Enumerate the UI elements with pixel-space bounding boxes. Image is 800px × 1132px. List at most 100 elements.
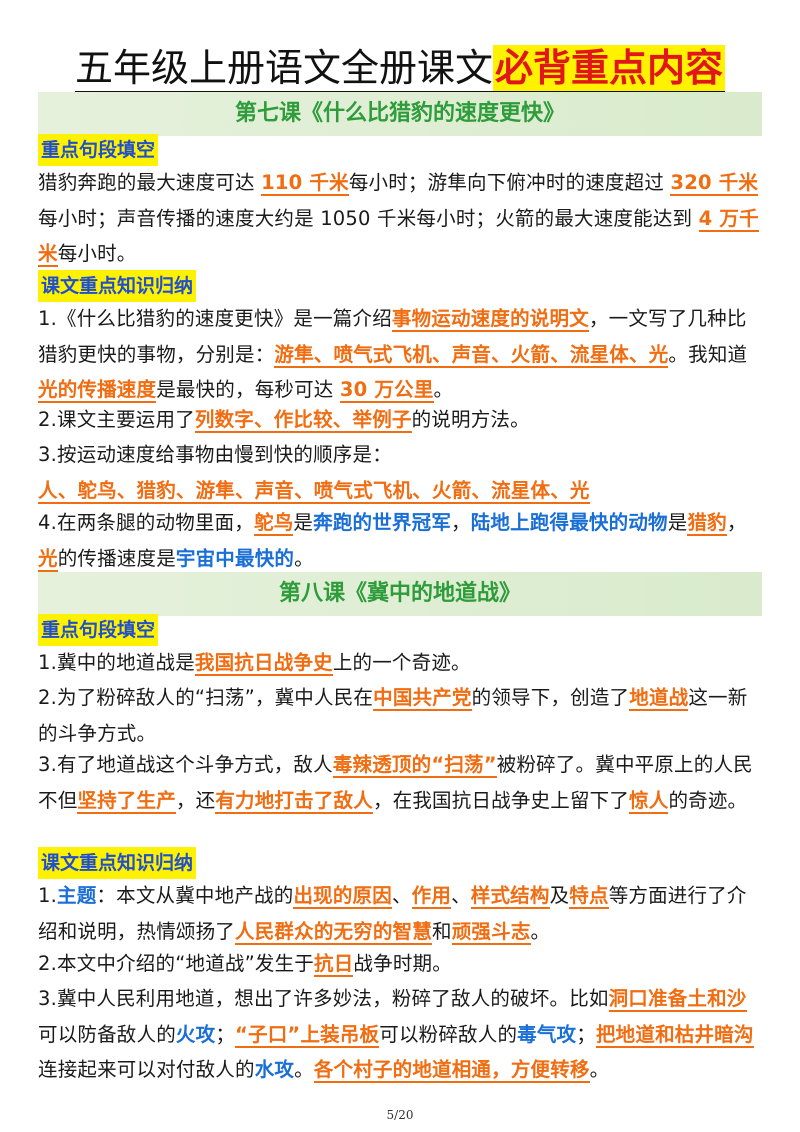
text-run: 。 <box>433 378 454 401</box>
text-run: 。我知道 <box>668 342 748 366</box>
key-phrase: 110 千米 <box>261 171 349 196</box>
lesson-8-fill-heading: 重点句段填空 <box>38 614 159 646</box>
key-phrase: 作用 <box>411 884 452 909</box>
page-title: 五年级上册语文全册课文必背重点内容 <box>0 38 800 98</box>
text-run: 。 <box>294 1058 314 1081</box>
highlight-phrase: 宇宙中最快的 <box>175 546 295 570</box>
text-run: 1.冀中的地道战是 <box>38 651 195 674</box>
text-run: 、 <box>391 884 412 907</box>
text-run: 每小时；游隼向下俯冲时的速度超过 <box>348 171 671 194</box>
text-run: 每小时。 <box>57 242 137 265</box>
key-phrase: 光的传播速度 <box>38 378 157 403</box>
highlight-phrase: 水攻 <box>254 1058 295 1081</box>
lesson-8-summary-2: 2.本文中介绍的“地道战”发生于抗日战争时期。 <box>38 946 764 982</box>
text-run: ：本文从冀中地产战的 <box>96 884 294 907</box>
lesson-7-summary-3: 3.按运动速度给事物由慢到快的顺序是： 人、鸵鸟、猎豹、游隼、声音、喷气式飞机、火… <box>38 437 764 508</box>
lesson-7-fill-paragraph: 猎豹奔跑的最大速度可达 110 千米每小时；游隼向下俯冲时的速度超过 320 千… <box>38 165 764 272</box>
text-run: 3.有了地道战这个斗争方式，敌人 <box>38 753 333 776</box>
key-phrase: 地道战 <box>629 686 689 711</box>
text-run: 。 <box>294 546 314 570</box>
text-run: 的领导下，创造了 <box>471 686 630 709</box>
text-run: 。 <box>530 919 551 943</box>
text-run: ，在我国抗日战争史上留下了 <box>372 788 630 812</box>
key-phrase: 坚持了生产 <box>77 788 176 814</box>
text-run: ； <box>576 1022 596 1046</box>
lesson-8-summary-1: 1.主题：本文从冀中地产战的出现的原因、作用、样式结构及特点等方面进行了介绍和说… <box>38 878 764 949</box>
key-phrase: 出现的原因 <box>293 884 392 909</box>
key-phrase: 惊人 <box>629 788 669 814</box>
lesson-7-summary-2: 2.课文主要运用了列数字、作比较、举例子的说明方法。 <box>38 402 764 438</box>
key-phrase: 320 千米 <box>670 171 759 196</box>
text-run: 3.按运动速度给事物由慢到快的顺序是： <box>38 443 392 466</box>
key-phrase: 事物运动速度的说明文 <box>391 307 589 332</box>
key-phrase: 鸵鸟 <box>254 511 294 536</box>
key-phrase: 各个村子的地道相通，方便转移 <box>313 1058 590 1083</box>
text-run: ， <box>726 511 747 534</box>
text-run: 是 <box>293 511 314 534</box>
highlight-phrase: 火攻 <box>175 1022 216 1046</box>
text-run: 4.在两条腿的动物里面， <box>38 511 255 534</box>
lesson-7-summary-1: 1.《什么比猎豹的速度更快》是一篇介绍事物运动速度的说明文，一文写了几种比猎豹更… <box>38 301 764 408</box>
key-phrase: “子口”上装吊板 <box>235 1022 380 1048</box>
text-run: 可以防备敌人的 <box>38 1022 176 1046</box>
lesson-8-summary-heading: 课文重点知识归纳 <box>38 847 197 879</box>
title-main: 五年级上册语文全册课文 <box>74 46 493 94</box>
text-run: 。 <box>589 1058 610 1081</box>
key-phrase: 4 万千米 <box>38 206 759 267</box>
key-phrase: 洞口准备土和沙 <box>608 987 747 1012</box>
text-run: 战争时期。 <box>353 952 452 975</box>
text-run: 每小时；声音传播的速度大约是 1050 千米每小时；火箭的最大速度能达到 <box>38 206 699 230</box>
key-phrase: 特点 <box>569 884 609 909</box>
key-phrase: 把地道和枯井暗沟 <box>595 1022 754 1048</box>
text-run: 是 <box>667 511 688 534</box>
lesson-8-fill-1: 1.冀中的地道战是我国抗日战争史上的一个奇迹。 <box>38 645 764 681</box>
key-phrase: 我国抗日战争史 <box>194 651 333 676</box>
key-phrase: 抗日 <box>314 952 354 977</box>
key-phrase: 30 万公里 <box>339 378 434 403</box>
text-run: 的传播速度是 <box>57 546 176 570</box>
text-run: 1. <box>38 884 58 907</box>
text-run: 2.为了粉碎敌人的“扫荡”，冀中人民在 <box>38 686 374 709</box>
text-run: 2.课文主要运用了 <box>38 408 195 431</box>
text-run: 的说明方法。 <box>411 408 530 431</box>
title-highlight: 必背重点内容 <box>493 45 726 94</box>
text-run: 等方面进行了介绍和说明，热情颂扬了 <box>38 884 747 943</box>
lesson-8-fill-2: 2.为了粉碎敌人的“扫荡”，冀中人民在中国共产党的领导下，创造了地道战这一新的斗… <box>38 680 764 751</box>
text-run: 和 <box>432 919 452 943</box>
lesson-7-summary-heading: 课文重点知识归纳 <box>38 270 197 302</box>
key-phrase: 游隼、喷气式飞机、声音、火箭、流星体、光 <box>274 342 669 368</box>
text-run: ； <box>215 1022 236 1046</box>
text-run: 的奇迹。 <box>668 788 748 812</box>
lesson-8-summary-3: 3.冀中人民利用地道，想出了许多妙法，粉碎了敌人的破坏。比如洞口准备土和沙可以防… <box>38 981 764 1088</box>
key-phrase: 样式结构 <box>470 884 550 909</box>
text-run: 上的一个奇迹。 <box>332 651 471 674</box>
text-run: 1.《什么比猎豹的速度更快》是一篇介绍 <box>38 307 392 330</box>
lesson-8-title: 第八课《冀中的地道战》 <box>38 572 762 616</box>
text-run: 2.本文中介绍的“地道战”发生于 <box>38 952 315 975</box>
key-phrase: 光 <box>38 546 58 572</box>
key-phrase: 中国共产党 <box>373 686 472 711</box>
highlight-phrase: 陆地上跑得最快的动物 <box>470 511 668 534</box>
text-run: ， <box>451 511 471 534</box>
text-run: 、 <box>451 884 471 907</box>
key-phrase: 顽强斗志 <box>451 919 531 945</box>
text-run: 是最快的，每秒可达 <box>156 378 340 401</box>
lesson-8-fill-3: 3.有了地道战这个斗争方式，敌人毒辣透顶的“扫荡”被粉碎了。冀中平原上的人民不但… <box>38 747 764 818</box>
text-run: 3.冀中人民利用地道，想出了许多妙法，粉碎了敌人的破坏。比如 <box>38 987 609 1010</box>
lesson-7-fill-heading: 重点句段填空 <box>38 134 159 166</box>
lesson-7-title: 第七课《什么比猎豹的速度更快》 <box>38 92 762 136</box>
key-phrase: 毒辣透顶的“扫荡” <box>332 753 497 778</box>
key-phrase: 有力地打击了敌人 <box>215 788 373 814</box>
text-run: 这一新的斗争方式。 <box>38 686 748 745</box>
key-phrase: 列数字、作比较、举例子 <box>194 408 412 433</box>
key-phrase: 人民群众的无穷的智慧 <box>235 919 433 945</box>
text-run: 连接起来可以对付敌人的 <box>38 1058 255 1081</box>
key-phrase: 人、鸵鸟、猎豹、游隼、声音、喷气式飞机、火箭、流星体、光 <box>38 478 590 504</box>
text-run: ，还 <box>175 788 216 812</box>
highlight-phrase: 奔跑的世界冠军 <box>313 511 452 534</box>
text-run: ，一文写了几种比猎豹更快的事物，分别是： <box>38 307 747 366</box>
lesson-7-summary-4: 4.在两条腿的动物里面，鸵鸟是奔跑的世界冠军，陆地上跑得最快的动物是猎豹，光的传… <box>38 505 764 576</box>
text-run: 被粉碎了。冀中平原上的人民不但 <box>38 753 753 812</box>
key-phrase: 猎豹 <box>687 511 727 536</box>
